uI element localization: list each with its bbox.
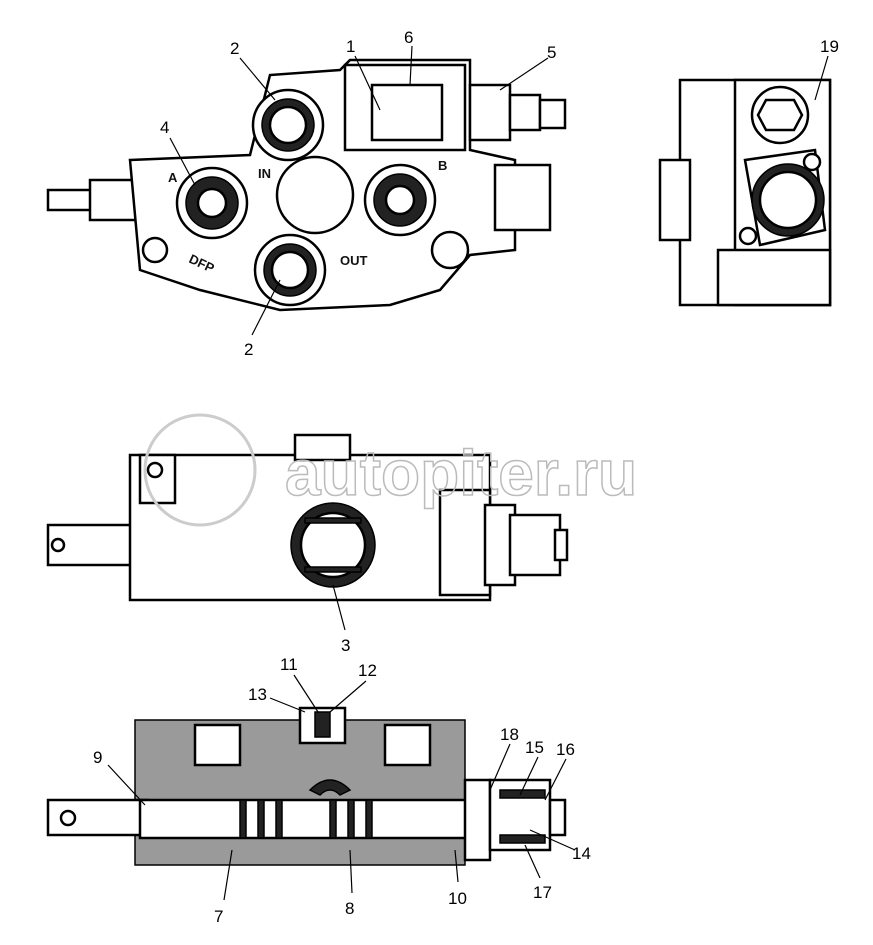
- port-mark-in: IN: [258, 166, 271, 181]
- end-view-valve: [658, 78, 832, 307]
- port-mark-a: A: [168, 170, 178, 185]
- callout-14: 14: [572, 844, 591, 863]
- callout-3: 3: [341, 636, 350, 655]
- port-mark-b: B: [438, 158, 447, 173]
- top-view-valve: IN A B DFP OUT: [46, 58, 567, 312]
- callout-6: 6: [404, 28, 413, 47]
- callout-12: 12: [358, 661, 377, 680]
- callout-9: 9: [93, 748, 102, 767]
- leader-lines: [107, 45, 829, 901]
- callout-10: 10: [448, 889, 467, 908]
- watermark: autopiter.ru: [143, 413, 638, 527]
- callout-7: 7: [214, 907, 223, 926]
- callout-18: 18: [500, 725, 519, 744]
- callout-19: 19: [820, 37, 839, 56]
- callout-13: 13: [248, 685, 267, 704]
- callout-11: 11: [280, 655, 298, 674]
- callout-2-bottom: 2: [244, 340, 253, 359]
- callout-1: 1: [346, 37, 355, 56]
- section-view-valve: [46, 706, 567, 866]
- callout-5: 5: [547, 43, 556, 62]
- port-mark-out: OUT: [340, 253, 368, 268]
- side-view-valve: [46, 433, 569, 602]
- callout-4: 4: [160, 118, 169, 137]
- callouts: 2 1 6 5 4 2 19 3 11 12 13 9 18 15 16 14 …: [93, 28, 839, 926]
- callout-15: 15: [525, 738, 544, 757]
- callout-16: 16: [556, 740, 575, 759]
- callout-2-top: 2: [230, 39, 239, 58]
- watermark-text: autopiter.ru: [285, 437, 637, 509]
- callout-8: 8: [345, 899, 354, 918]
- callout-17: 17: [533, 883, 552, 902]
